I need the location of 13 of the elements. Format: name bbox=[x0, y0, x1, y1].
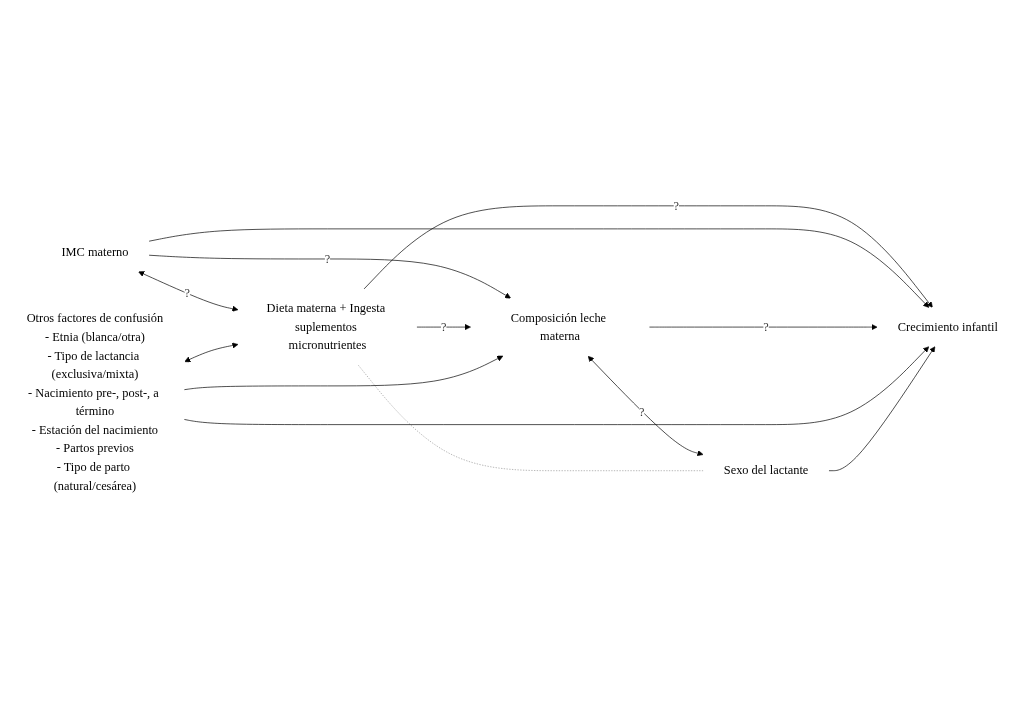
edge-label: ? bbox=[763, 319, 769, 334]
edge-label: ? bbox=[673, 198, 680, 213]
node-text: IMC materno bbox=[61, 244, 129, 259]
node-text: Composición leche materna bbox=[510, 310, 607, 343]
edge-label: ? bbox=[638, 404, 645, 419]
node-text: Otros factores de confusión - Etnia (blanca/otra) - Tipo de lactancia (exclusiva/mixta) - Nacimiento pre-, post-, a término - Estación del nacimiento - Partos previos - Tipo de parto (natural/cesárea) bbox=[26, 311, 164, 493]
connector bbox=[358, 364, 704, 472]
edge-label: ? bbox=[440, 319, 447, 334]
node-text: Crecimiento infantil bbox=[897, 319, 998, 334]
edge-label: ? bbox=[184, 286, 190, 301]
edge-label: ? bbox=[324, 251, 331, 266]
node-text: Sexo del lactante bbox=[723, 463, 809, 478]
node-text: Dieta materna + Ingesta suplementos micronutrientes bbox=[266, 301, 386, 353]
